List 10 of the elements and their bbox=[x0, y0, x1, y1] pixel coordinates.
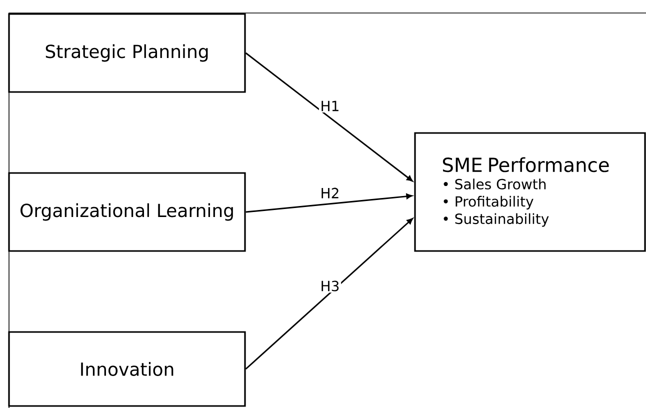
construct-box: Innovation bbox=[8, 331, 246, 407]
construct-box: Strategic Planning bbox=[8, 13, 246, 93]
construct-box: Organizational Learning bbox=[8, 172, 246, 252]
arrow bbox=[245, 218, 413, 370]
outcome-box: SME Performance • Sales Growth • Profitability • Sustainability bbox=[414, 132, 646, 252]
edge-label: H2 bbox=[318, 186, 342, 200]
edge-label: H1 bbox=[318, 100, 342, 112]
edge-label: H3 bbox=[318, 279, 342, 293]
arrow bbox=[245, 52, 413, 182]
arrow bbox=[246, 194, 412, 213]
